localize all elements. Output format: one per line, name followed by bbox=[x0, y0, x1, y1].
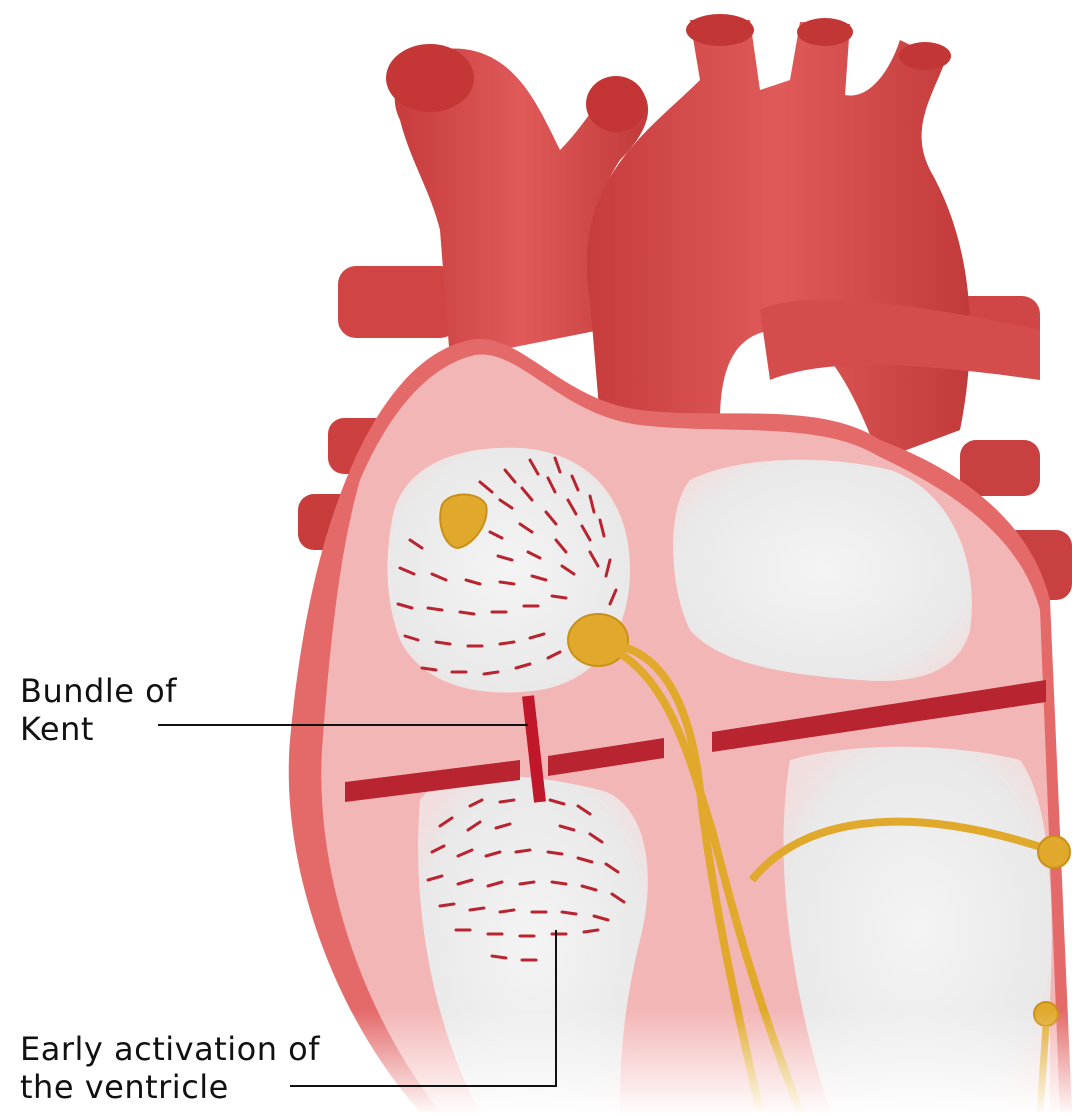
aortic-arch bbox=[587, 20, 970, 460]
label-early-line-1: Early activation of bbox=[20, 1030, 320, 1068]
purkinje-node-upper bbox=[1038, 836, 1070, 868]
pulmonary-vein-upper-left bbox=[338, 266, 458, 338]
left-atrium bbox=[673, 460, 972, 681]
label-bundle-of-kent: Bundle of Kent bbox=[20, 672, 177, 748]
bottom-fade bbox=[280, 1010, 1072, 1112]
label-kent-line-2: Kent bbox=[20, 710, 177, 748]
pulmonary-vein-mid-right bbox=[960, 440, 1040, 496]
label-early-activation: Early activation of the ventricle bbox=[20, 1030, 320, 1106]
av-node bbox=[568, 614, 628, 666]
label-early-line-2: the ventricle bbox=[20, 1068, 320, 1106]
label-kent-line-1: Bundle of bbox=[20, 672, 177, 710]
